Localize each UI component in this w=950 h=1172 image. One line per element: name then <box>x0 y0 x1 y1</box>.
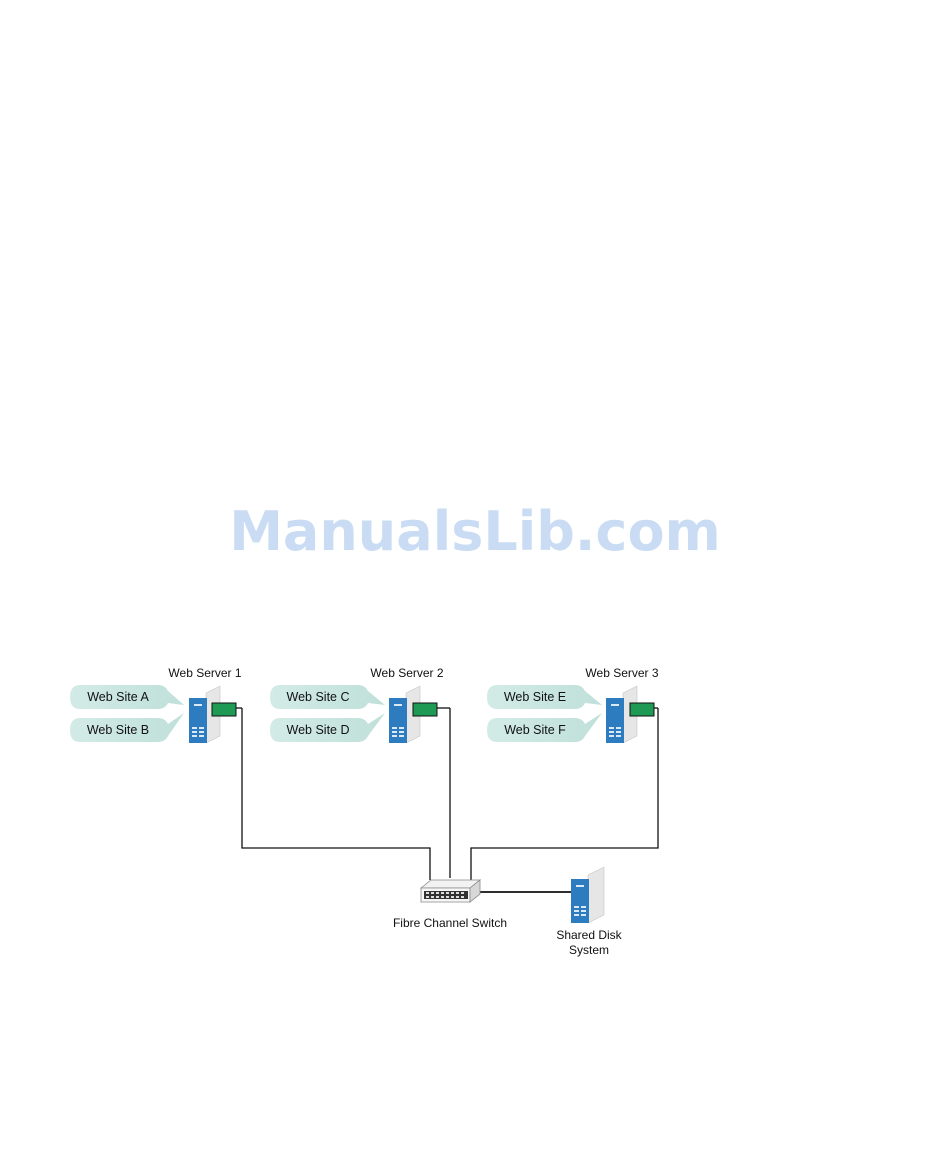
server-group-1: Web Server 1 Web Site A Web Site B <box>70 666 242 743</box>
disk-label-line1: Shared Disk <box>556 928 622 942</box>
server-group-2: Web Server 2 Web Site C Web Site D <box>270 666 450 743</box>
site-pill: Web Site C <box>270 685 385 709</box>
svg-text:Web Site A: Web Site A <box>87 690 149 704</box>
server-title: Web Server 2 <box>370 666 443 680</box>
site-pill: Web Site D <box>270 713 385 742</box>
disk-label-line2: System <box>569 943 609 957</box>
site-pill: Web Site B <box>70 713 184 742</box>
site-pill: Web Site E <box>487 685 602 709</box>
site-pill: Web Site A <box>70 685 184 709</box>
network-card-icon <box>212 703 242 716</box>
svg-text:Web Site D: Web Site D <box>287 723 350 737</box>
server-title: Web Server 3 <box>585 666 658 680</box>
site-pill: Web Site F <box>487 713 602 742</box>
svg-text:Web Site F: Web Site F <box>504 723 566 737</box>
fibre-channel-switch-icon <box>421 880 480 902</box>
network-card-icon <box>630 703 658 716</box>
network-card-icon <box>413 703 450 716</box>
shared-disk-icon <box>571 867 604 923</box>
svg-text:Web Site E: Web Site E <box>504 690 566 704</box>
server-group-3: Web Server 3 Web Site E Web Site F <box>487 666 659 743</box>
server-title: Web Server 1 <box>168 666 241 680</box>
switch-label: Fibre Channel Switch <box>393 916 507 930</box>
svg-text:Web Site C: Web Site C <box>287 690 350 704</box>
svg-text:Web Site B: Web Site B <box>87 723 149 737</box>
